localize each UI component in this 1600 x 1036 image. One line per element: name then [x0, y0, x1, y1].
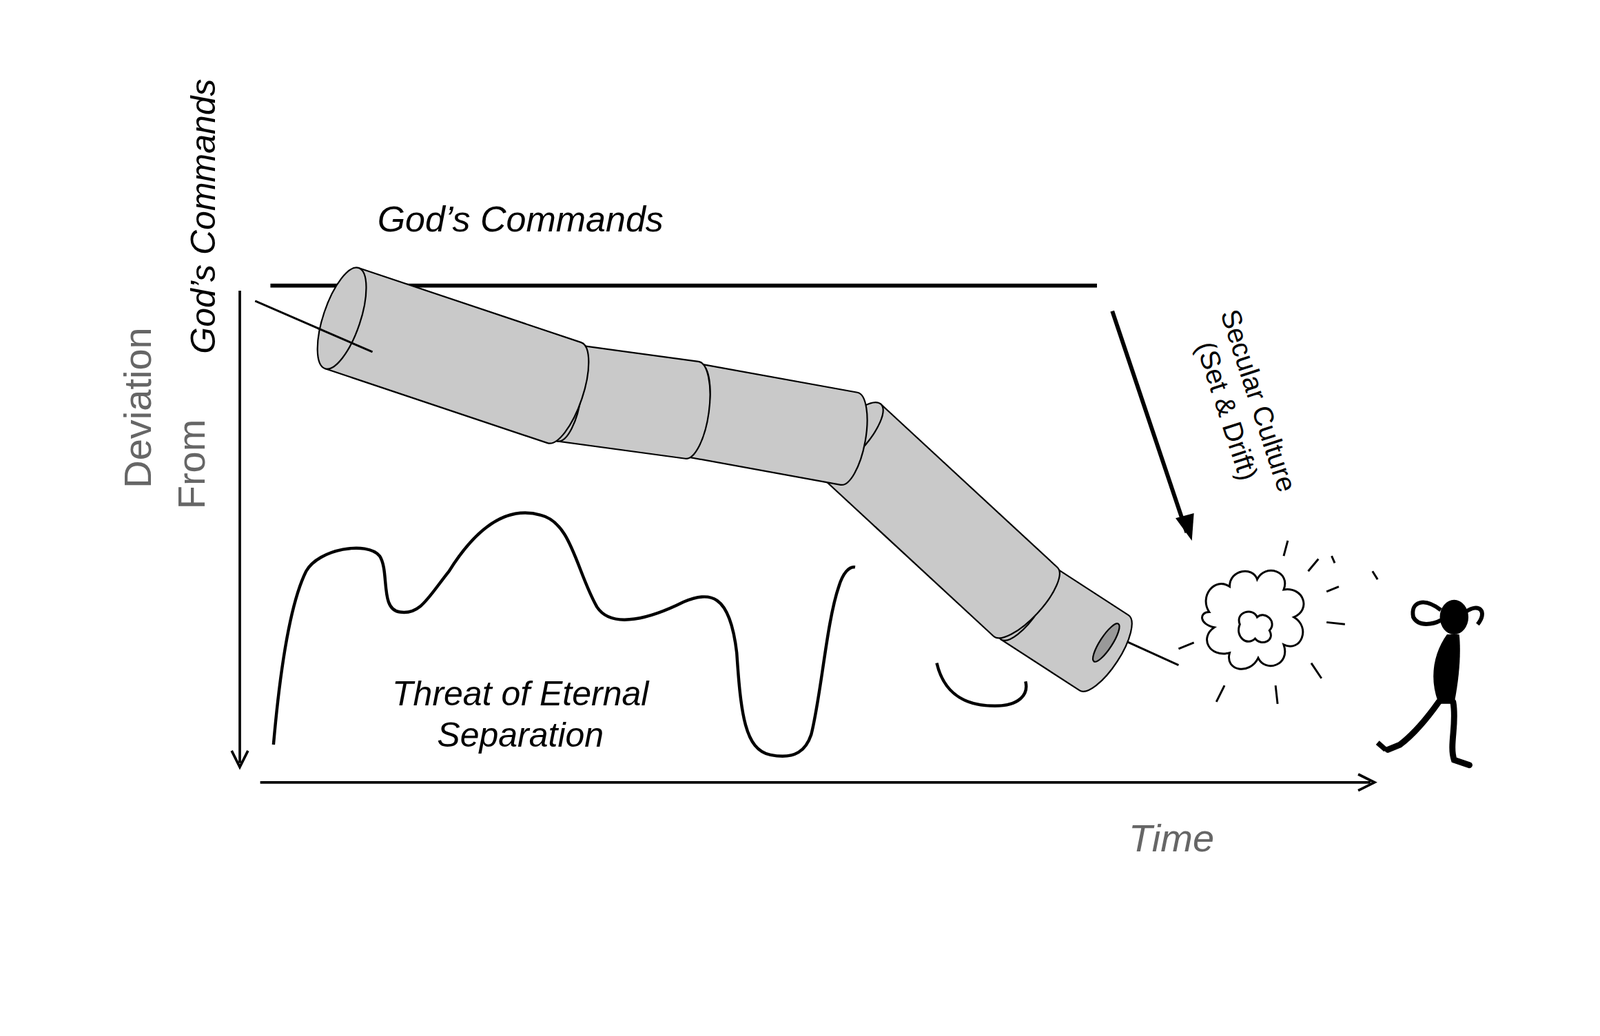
- tube-nozzle: [1088, 620, 1124, 665]
- y-axis: [238, 290, 242, 764]
- axis-label: Deviation: [114, 327, 161, 489]
- commands-label: God’s Commands: [377, 197, 664, 241]
- startled-figure: [1377, 600, 1483, 766]
- y-axis-arrow: [231, 751, 249, 768]
- drift-arrowhead: [1175, 513, 1195, 541]
- threat-curve: [273, 513, 856, 757]
- explosion-cloud: [1178, 540, 1378, 705]
- telescoping-tube: [307, 261, 1142, 699]
- tube-segment: [307, 261, 599, 449]
- axis-label: God’s Commands: [182, 78, 224, 354]
- threat-curve-end: [936, 663, 1027, 707]
- drift-label: Secular Culture (Set & Drift): [1176, 288, 1310, 526]
- x-axis-arrow: [1358, 774, 1375, 792]
- x-axis: [260, 781, 1371, 785]
- fuse: [318, 328, 373, 353]
- threat-label: Threat of Eternal Separation: [358, 673, 683, 756]
- axis-label: Time: [1128, 815, 1215, 863]
- axis-label: From: [168, 418, 215, 510]
- drift-arrow: [1112, 311, 1187, 533]
